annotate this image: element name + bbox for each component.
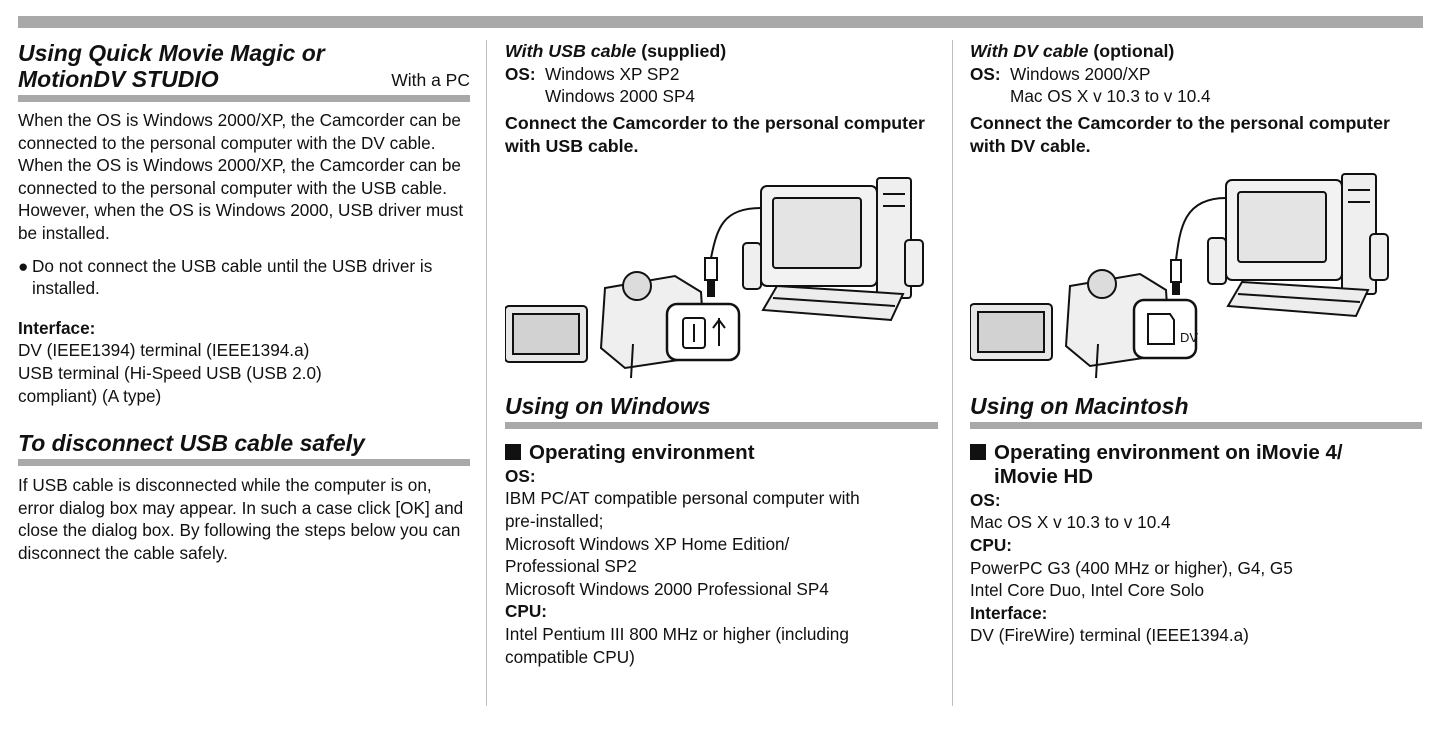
- macintosh-section: Using on Macintosh: [970, 393, 1422, 429]
- usb-connection-diagram: [504, 176, 924, 378]
- env-title-line1: Operating environment on iMovie 4/: [994, 440, 1343, 464]
- cpu-heading: CPU:: [505, 601, 548, 622]
- os-line: Mac OS X v 10.3 to v 10.4: [970, 512, 1171, 533]
- dv-port-label: DV: [1180, 329, 1199, 345]
- square-bullet-icon: [970, 443, 986, 460]
- os-heading: OS:: [505, 465, 536, 486]
- os-value: Mac OS X v 10.3 to v 10.4: [1010, 86, 1211, 107]
- env-heading: Operating environment on iMovie 4/: [970, 441, 1422, 465]
- interface-heading: Interface:: [970, 602, 1048, 623]
- heading-underline: [505, 421, 938, 429]
- top-rule: [18, 16, 1423, 28]
- connect-instruction: Connect the Camcorder to the personal co…: [970, 112, 1390, 156]
- cpu-line: PowerPC G3 (400 MHz or higher), G4, G5: [970, 557, 1293, 578]
- interface-line: DV (IEEE1394) terminal (IEEE1394.a): [18, 340, 310, 361]
- os-row: Windows 2000 SP4: [505, 85, 938, 108]
- os-value: Windows 2000 SP4: [545, 86, 695, 107]
- interface-label: Interface:: [18, 317, 96, 338]
- dv-connection-illustration: DV: [969, 168, 1422, 383]
- page-title-line1: Using Quick Movie Magic or: [18, 40, 325, 66]
- os-row: OS: Windows 2000/XP: [970, 63, 1422, 86]
- os-line: IBM PC/AT compatible personal computer w…: [505, 488, 860, 509]
- os-heading: OS:: [970, 489, 1001, 510]
- os-line: Professional SP2: [505, 556, 637, 577]
- interface-line: DV (FireWire) terminal (IEEE1394.a): [970, 625, 1249, 646]
- windows-section: Using on Windows: [505, 393, 938, 429]
- bullet-dot: ●: [18, 255, 29, 276]
- os-line: Microsoft Windows 2000 Professional SP4: [505, 578, 829, 599]
- usb-cable-heading: With USB cable (supplied): [505, 40, 938, 63]
- os-row: Mac OS X v 10.3 to v 10.4: [970, 85, 1422, 108]
- middle-column: With USB cable (supplied) OS: Windows XP…: [504, 40, 938, 668]
- disconnect-title: To disconnect USB cable safely: [18, 430, 365, 457]
- square-bullet-icon: [505, 443, 521, 460]
- interface-line: USB terminal (Hi-Speed USB (USB 2.0): [18, 362, 322, 383]
- paragraph-dv: When the OS is Windows 2000/XP, the Camc…: [18, 110, 461, 153]
- os-label: OS:: [505, 63, 536, 84]
- env-title-line2: iMovie HD: [994, 464, 1094, 488]
- usb-connection-illustration: [504, 168, 938, 383]
- heading-underline: [18, 459, 470, 467]
- left-column: Using Quick Movie Magic or MotionDV STUD…: [18, 40, 470, 565]
- column-divider: [486, 40, 487, 706]
- windows-environment: Operating environment OS: IBM PC/AT comp…: [505, 441, 938, 668]
- cpu-heading: CPU:: [970, 534, 1013, 555]
- bullet-item: ● Do not connect the USB cable until the…: [18, 255, 470, 300]
- env-heading: Operating environment: [505, 441, 938, 465]
- heading-underline: [970, 421, 1422, 429]
- usb-cable-note: (supplied): [636, 41, 727, 61]
- connect-instruction: Connect the Camcorder to the personal co…: [505, 112, 925, 156]
- column-divider: [952, 40, 953, 706]
- env-title: Operating environment: [529, 440, 755, 464]
- windows-title: Using on Windows: [505, 392, 711, 419]
- os-row: OS: Windows XP SP2: [505, 63, 938, 86]
- with-pc-label: With a PC: [391, 70, 470, 90]
- cpu-line: compatible CPU): [505, 646, 635, 667]
- os-label: OS:: [970, 63, 1001, 84]
- macintosh-title: Using on Macintosh: [970, 392, 1189, 419]
- heading-underline: [18, 95, 470, 102]
- mac-environment: Operating environment on iMovie 4/ iMovi…: [970, 441, 1422, 647]
- main-heading-block: Using Quick Movie Magic or MotionDV STUD…: [18, 40, 470, 92]
- os-value: Windows 2000/XP: [1010, 63, 1151, 84]
- cpu-line: Intel Core Duo, Intel Core Solo: [970, 580, 1205, 601]
- right-column: With DV cable (optional) OS: Windows 200…: [969, 40, 1422, 647]
- dv-cable-note: (optional): [1088, 41, 1175, 61]
- os-value: Windows XP SP2: [545, 63, 680, 84]
- disconnect-section: To disconnect USB cable safely If USB ca…: [18, 430, 470, 564]
- usb-cable-title: With USB cable: [505, 41, 637, 61]
- os-line: Microsoft Windows XP Home Edition/: [505, 533, 790, 554]
- cpu-line: Intel Pentium III 800 MHz or higher (inc…: [505, 623, 849, 644]
- os-line: pre-installed;: [505, 510, 604, 531]
- dv-connection-diagram: [969, 172, 1389, 378]
- interface-block: Interface: DV (IEEE1394) terminal (IEEE1…: [18, 317, 470, 407]
- dv-cable-heading: With DV cable (optional): [970, 40, 1422, 63]
- paragraph-usb: When the OS is Windows 2000/XP, the Camc…: [18, 155, 464, 243]
- dv-cable-title: With DV cable: [970, 41, 1089, 61]
- interface-line: compliant) (A type): [18, 385, 162, 406]
- bullet-text: Do not connect the USB cable until the U…: [32, 255, 433, 299]
- page-title-line2: MotionDV STUDIO: [18, 66, 219, 92]
- disconnect-text: If USB cable is disconnected while the c…: [18, 475, 464, 563]
